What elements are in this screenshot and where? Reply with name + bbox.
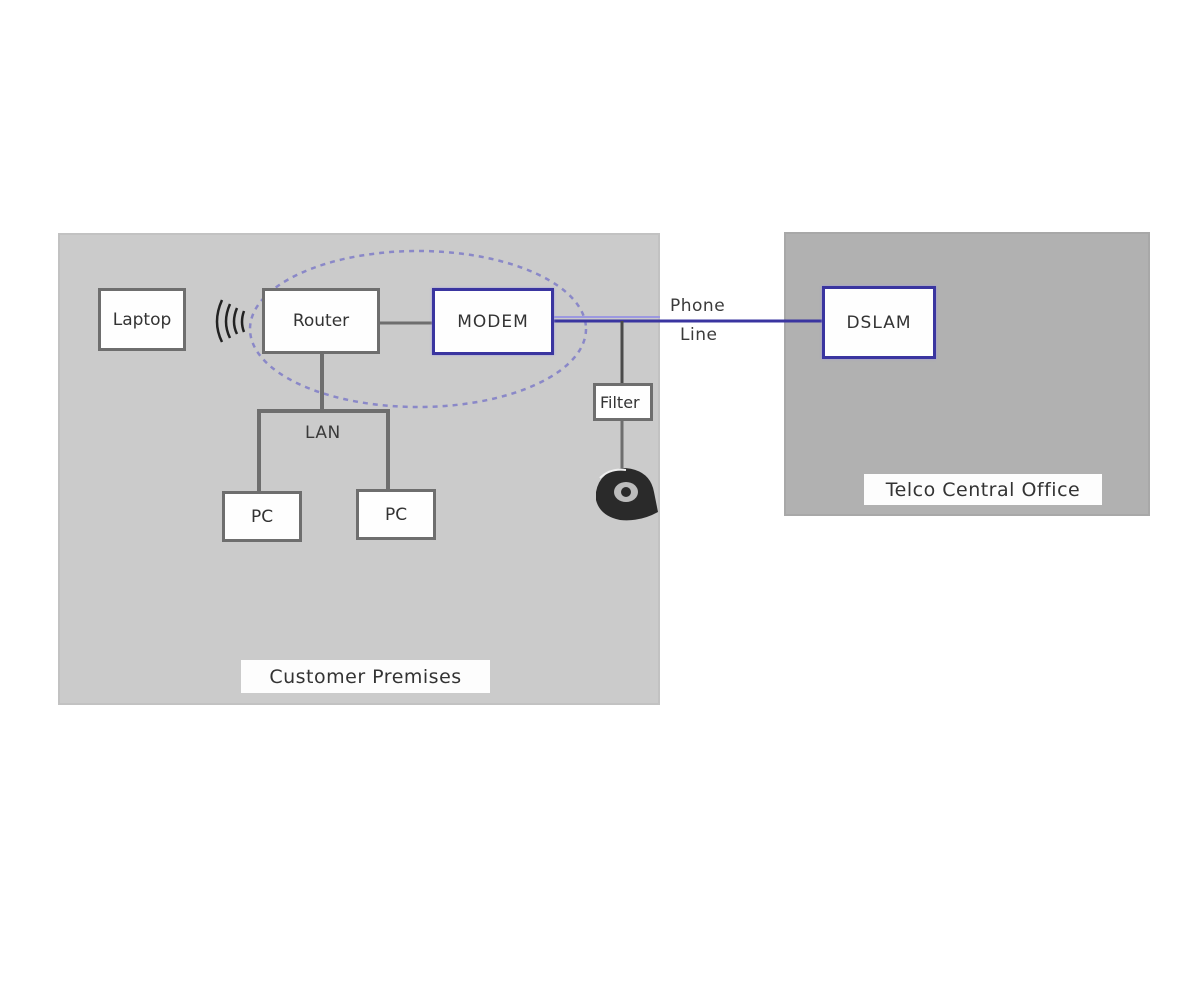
filter-node: Filter <box>593 383 653 421</box>
router-label: Router <box>292 311 350 331</box>
router-node: Router <box>262 288 380 354</box>
pc-label-1: PC <box>250 506 274 527</box>
lan-label: LAN <box>305 423 341 443</box>
pc-node-1: PC <box>222 491 302 542</box>
phone-line-label-top: Phone <box>670 296 726 316</box>
pc-node-2: PC <box>356 489 436 540</box>
modem-label: MODEM <box>457 311 529 332</box>
pc-label-2: PC <box>384 504 408 525</box>
dslam-node: DSLAM <box>822 286 936 359</box>
filter-label: Filter <box>600 392 640 412</box>
modem-node: MODEM <box>432 288 554 355</box>
dslam-label: DSLAM <box>846 312 912 333</box>
phone-line-label-bottom: Line <box>680 325 718 345</box>
customer-premises-label: Customer Premises <box>241 660 490 693</box>
telco-central-office-region <box>784 232 1150 516</box>
laptop-node: Laptop <box>98 288 186 351</box>
telco-central-office-label: Telco Central Office <box>864 474 1102 505</box>
laptop-label: Laptop <box>112 309 172 330</box>
